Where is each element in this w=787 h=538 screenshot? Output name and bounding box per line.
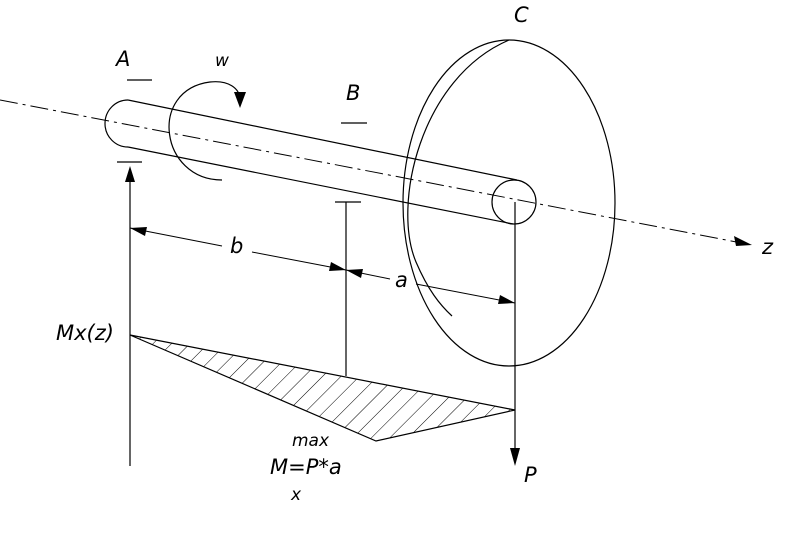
dimension-label-a: a [395, 268, 408, 292]
max-moment-subscript: x [290, 485, 302, 505]
shaft-top-edge [127, 99, 518, 181]
dimension-a-arrow-right [498, 295, 515, 304]
disk-label-C: C [514, 3, 529, 27]
left-axis-arrowhead [125, 166, 135, 182]
dimension-b-arrow-right [329, 262, 346, 271]
moment-diagram-hatched-area [129, 334, 516, 442]
rotation-label-w: w [215, 51, 229, 71]
bearing-label-B: B [346, 81, 360, 105]
max-moment-formula: M=P*a [270, 455, 342, 479]
rotation-arrowhead-icon [234, 92, 246, 108]
force-P-label: P [524, 463, 537, 487]
dimension-label-b: b [230, 234, 243, 258]
force-P-arrowhead [510, 448, 520, 466]
dimension-a-line-right [415, 283, 516, 304]
bearing-label-A: A [114, 47, 130, 71]
shaft-left-end [104, 99, 129, 148]
z-axis-arrowhead [734, 236, 752, 246]
dimension-b-arrow-left [130, 227, 147, 236]
max-moment-superscript: max [292, 431, 330, 451]
shaft-right-end [491, 179, 537, 225]
disk-outer-ellipse [402, 39, 616, 367]
rotation-arc [168, 81, 241, 181]
dimension-a-arrow-left [346, 269, 363, 278]
moment-axis-label: Mx(z) [56, 321, 114, 345]
z-axis-label: z [761, 235, 774, 259]
disk-rim-arc [407, 39, 510, 317]
centerline-axis [0, 99, 753, 246]
shaft-bottom-edge [127, 146, 514, 225]
